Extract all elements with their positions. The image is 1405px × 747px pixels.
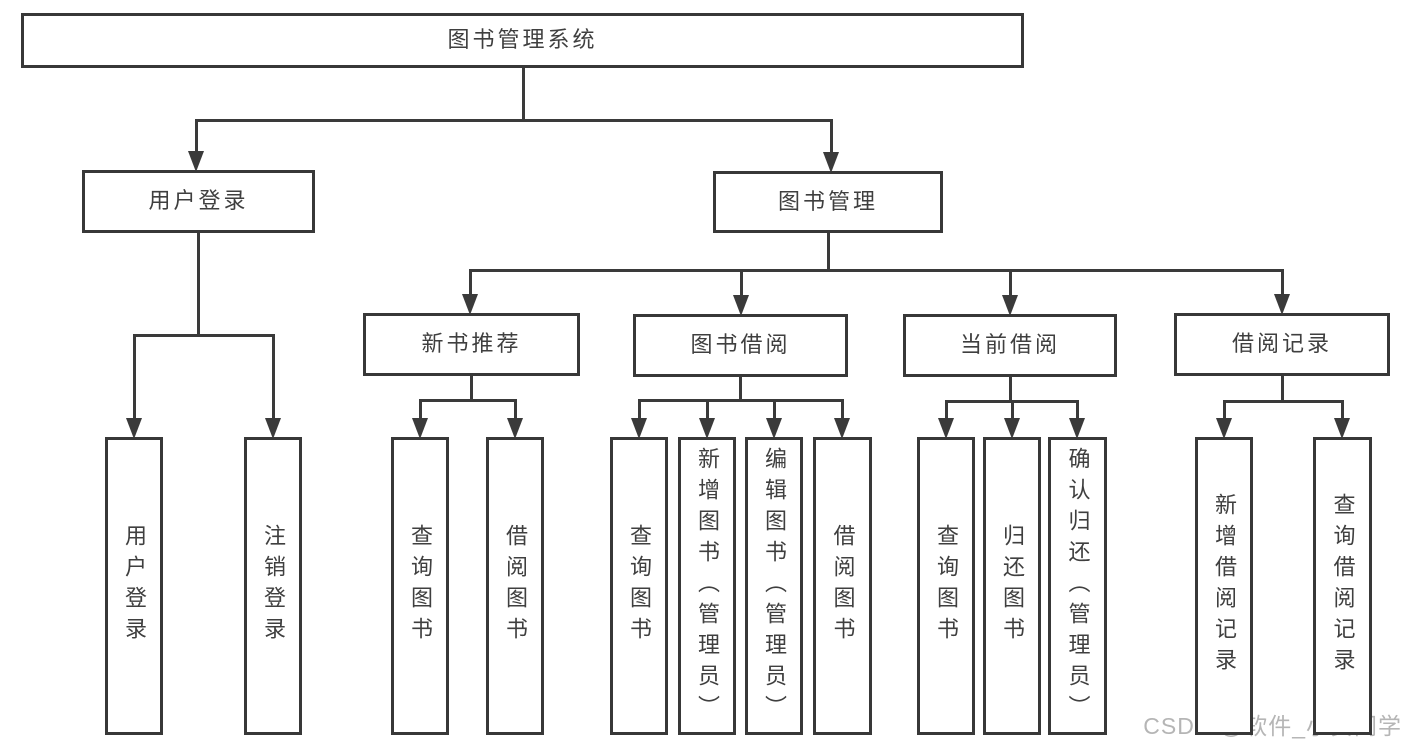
connector-segment — [738, 375, 742, 400]
arrow-down-icon — [1002, 295, 1018, 316]
connector-segment — [469, 374, 473, 400]
node-leaf-user-login: 用户登录 — [105, 437, 163, 735]
connector-segment — [705, 400, 709, 421]
connector-segment — [132, 335, 136, 421]
node-label-leaf-add-borrow-record: 新增借阅记录 — [1212, 493, 1237, 679]
node-leaf-query-book-recommend: 查询图书 — [391, 437, 449, 735]
node-label-borrowing-records: 借阅记录 — [1231, 331, 1332, 357]
node-label-leaf-add-book-admin: 新增图书（管理员） — [695, 446, 720, 726]
node-current-borrowing: 当前借阅 — [903, 314, 1117, 377]
node-root: 图书管理系统 — [21, 13, 1024, 68]
arrow-down-icon — [1274, 294, 1290, 315]
connector-segment — [1075, 401, 1079, 421]
connector-segment — [468, 268, 1284, 272]
node-label-leaf-query-book-current: 查询图书 — [934, 524, 959, 648]
connector-segment — [829, 120, 833, 155]
node-label-leaf-logout: 注销登录 — [261, 524, 286, 648]
arrow-down-icon — [462, 294, 478, 315]
node-label-leaf-query-book-borrowing: 查询图书 — [627, 524, 652, 648]
connector-segment — [739, 270, 743, 298]
connector-segment — [944, 401, 948, 421]
node-label-current-borrowing: 当前借阅 — [959, 332, 1060, 358]
node-label-book-management: 图书管理 — [777, 188, 878, 214]
node-label-leaf-borrow-book-recommend: 借阅图书 — [503, 524, 528, 648]
node-label-user-login: 用户登录 — [148, 188, 249, 214]
node-leaf-edit-book-admin: 编辑图书（管理员） — [745, 437, 803, 735]
node-leaf-query-book-borrowing: 查询图书 — [610, 437, 668, 735]
node-leaf-return-book: 归还图书 — [983, 437, 1041, 735]
connector-segment — [194, 118, 833, 122]
connector-segment — [1222, 401, 1226, 421]
connector-segment — [1222, 399, 1344, 403]
node-leaf-borrow-book-recommend: 借阅图书 — [486, 437, 544, 735]
node-label-leaf-query-borrow-record: 查询借阅记录 — [1330, 493, 1356, 679]
node-borrowing-records: 借阅记录 — [1174, 313, 1390, 376]
arrow-down-icon — [699, 418, 715, 439]
connector-segment — [772, 400, 776, 421]
node-label-leaf-query-book-recommend: 查询图书 — [408, 524, 433, 648]
connector-segment — [637, 400, 641, 421]
connector-segment — [1280, 374, 1284, 401]
node-user-login: 用户登录 — [82, 170, 315, 233]
node-leaf-confirm-return-admin: 确认归还（管理员） — [1048, 437, 1107, 735]
node-label-root: 图书管理系统 — [447, 27, 598, 53]
node-leaf-add-book-admin: 新增图书（管理员） — [678, 437, 736, 735]
node-leaf-borrow-book-borrowing: 借阅图书 — [813, 437, 872, 735]
node-book-borrowing: 图书借阅 — [633, 314, 848, 377]
connector-segment — [1008, 270, 1012, 298]
connector-segment — [826, 231, 830, 270]
node-label-leaf-confirm-return-admin: 确认归还（管理员） — [1065, 446, 1091, 726]
arrow-down-icon — [507, 418, 523, 439]
connector-segment — [1010, 401, 1014, 421]
arrow-down-icon — [823, 152, 839, 173]
connector-segment — [521, 66, 525, 120]
connector-segment — [1008, 375, 1012, 401]
node-leaf-query-borrow-record: 查询借阅记录 — [1313, 437, 1372, 735]
arrow-down-icon — [1334, 418, 1350, 439]
arrow-down-icon — [1069, 418, 1085, 439]
arrow-down-icon — [938, 418, 954, 439]
node-leaf-query-book-current: 查询图书 — [917, 437, 975, 735]
arrow-down-icon — [766, 418, 782, 439]
arrow-down-icon — [126, 418, 142, 439]
connector-segment — [513, 400, 517, 421]
connector-segment — [271, 335, 275, 421]
connector-segment — [196, 231, 200, 335]
node-leaf-logout: 注销登录 — [244, 437, 302, 735]
arrow-down-icon — [834, 418, 850, 439]
node-label-book-borrowing: 图书借阅 — [690, 332, 791, 358]
node-label-leaf-user-login: 用户登录 — [122, 524, 147, 648]
arrow-down-icon — [1216, 418, 1232, 439]
node-label-new-book-recommend: 新书推荐 — [421, 331, 522, 357]
arrow-down-icon — [631, 418, 647, 439]
arrow-down-icon — [733, 295, 749, 316]
connector-segment — [418, 400, 422, 421]
arrow-down-icon — [1004, 418, 1020, 439]
node-label-leaf-edit-book-admin: 编辑图书（管理员） — [762, 446, 787, 726]
arrow-down-icon — [265, 418, 281, 439]
node-label-leaf-return-book: 归还图书 — [1000, 524, 1025, 648]
connector-segment — [418, 398, 517, 402]
connector-segment — [637, 398, 844, 402]
connector-segment — [1280, 270, 1284, 297]
node-label-leaf-borrow-book-borrowing: 借阅图书 — [830, 524, 856, 648]
connector-segment — [194, 120, 198, 154]
connector-segment — [840, 400, 844, 421]
connector-segment — [1340, 401, 1344, 421]
connector-segment — [468, 270, 472, 297]
node-new-book-recommend: 新书推荐 — [363, 313, 580, 376]
arrow-down-icon — [188, 151, 204, 172]
arrow-down-icon — [412, 418, 428, 439]
node-book-management: 图书管理 — [713, 171, 943, 233]
connector-segment — [132, 333, 275, 337]
node-leaf-add-borrow-record: 新增借阅记录 — [1195, 437, 1253, 735]
